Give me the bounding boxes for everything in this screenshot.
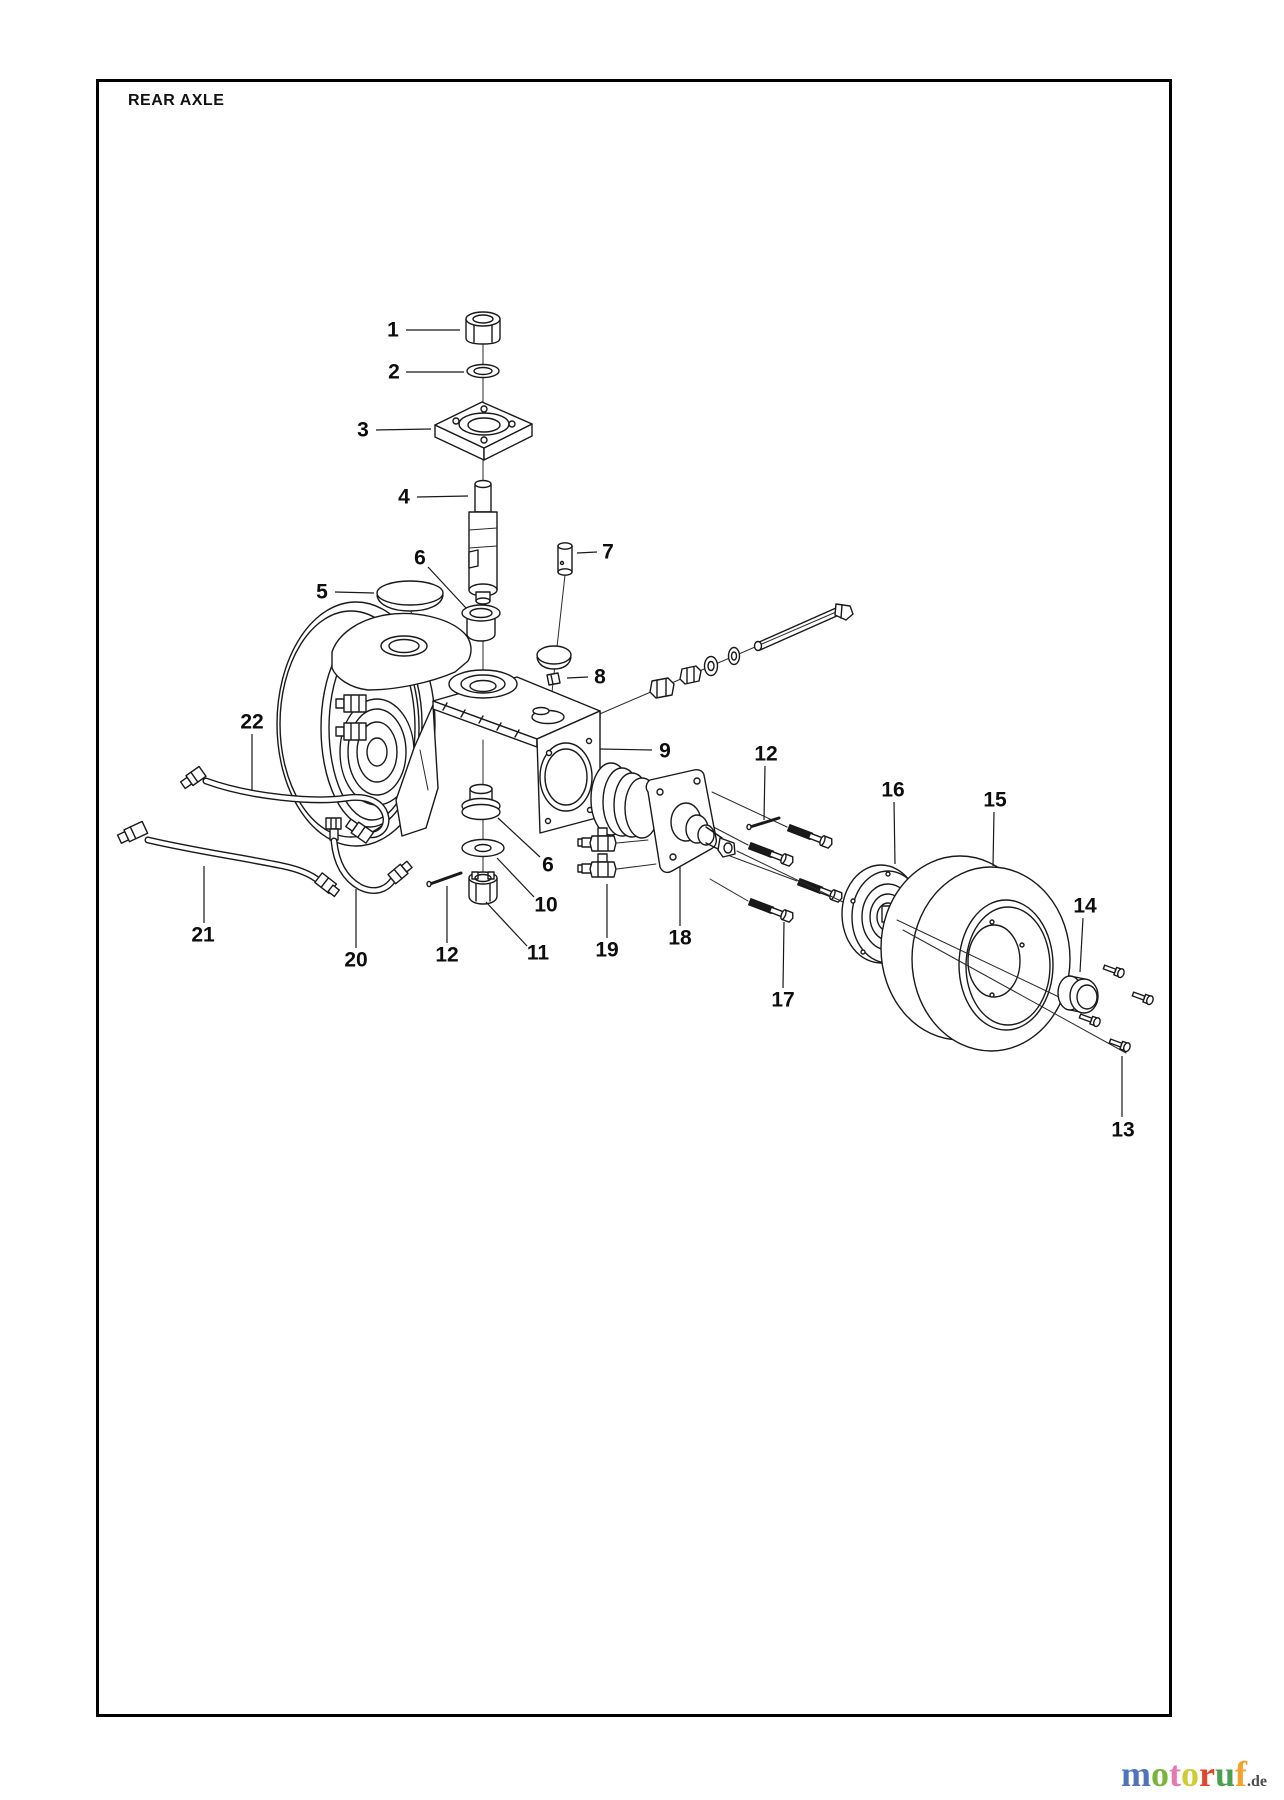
callout-7: 7 [602,540,614,564]
plug-screw-8 [546,672,561,686]
hose-22 [179,765,390,844]
callout-5: 5 [316,580,328,604]
callout-3: 3 [357,418,369,442]
roll-pin-12-lower [426,871,463,888]
callout-15: 15 [983,788,1007,812]
callout-12: 12 [435,943,459,967]
stud-chain [649,603,854,699]
hydraulic-motor-18 [590,762,736,874]
callout-17: 17 [771,988,795,1012]
callout-6: 6 [414,546,426,570]
washer-2 [466,363,500,379]
bushing-6-lower [461,783,501,821]
cap-5 [376,580,444,612]
elbow-fittings-19 [577,827,657,878]
callout-22: 22 [240,710,264,734]
cap-8 [536,645,572,670]
callout-6: 6 [542,853,554,877]
callout-8: 8 [594,665,606,689]
callout-9: 9 [659,739,671,763]
left-port-fittings [335,694,367,741]
callout-18: 18 [668,926,692,950]
callout-12: 12 [754,742,778,766]
hose-20 [325,817,413,894]
wheel-15 [880,855,1071,1052]
motoruf-watermark: motoruf.de [1121,1756,1267,1792]
right-axis-lines [896,919,1127,1054]
callout-10: 10 [534,893,558,917]
roll-pin-12-upper [746,816,781,831]
callout-21: 21 [191,923,215,947]
callout-14: 14 [1073,894,1097,918]
callout-20: 20 [344,948,368,972]
axle-housing [432,669,601,834]
wheel-bolts-17 [748,824,843,923]
bracket-arm [395,704,439,837]
callout-13: 13 [1111,1118,1135,1142]
hex-nut-1 [465,311,501,345]
callout-19: 19 [595,938,619,962]
kingpin-shaft-4 [468,479,498,605]
page-border [96,79,1172,1717]
page-title: REAR AXLE [128,92,225,109]
callout-16: 16 [881,778,905,802]
callout-11: 11 [526,941,550,965]
flange-plate-3 [434,401,533,461]
screws-13 [1078,964,1154,1053]
hub-cap-14 [1057,975,1099,1014]
steering-yoke [331,612,472,691]
callout-4: 4 [398,485,410,509]
callout-2: 2 [388,360,400,384]
castle-nut-11 [468,871,498,905]
hose-21 [116,820,340,898]
pin-7 [557,542,573,576]
bushing-6-upper [461,604,501,642]
washer-10 [461,838,505,858]
motoruf-logo-tld: .de [1247,1773,1268,1790]
motoruf-logo-text: motoruf [1121,1754,1248,1794]
callout-1: 1 [387,318,399,342]
